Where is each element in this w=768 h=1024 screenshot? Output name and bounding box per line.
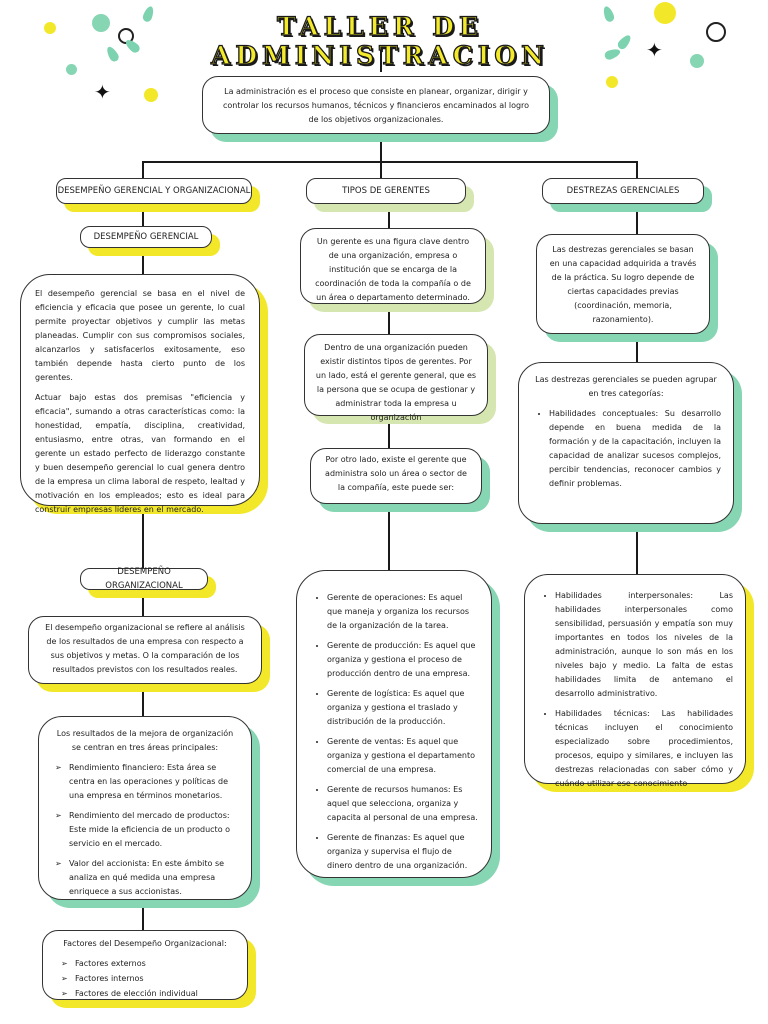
connector-line: [380, 50, 382, 72]
habilidades-list-2: Habilidades interpersonales: Las habilid…: [537, 589, 733, 791]
connector-line: [142, 161, 144, 179]
list-item: Gerente de recursos humanos: Es aquel qu…: [327, 783, 479, 825]
gerente-area-text: Por otro lado, existe el gerente que adm…: [325, 455, 467, 492]
decor-dot: [606, 76, 618, 88]
connector-line: [636, 334, 638, 362]
col2-header: TIPOS DE GERENTES: [306, 178, 466, 204]
list-item: Gerente de ventas: Es aquel que organiza…: [327, 735, 479, 777]
desempeno-gerencial-box: El desempeño gerencial se basa en el niv…: [20, 274, 260, 514]
list-item: Habilidades interpersonales: Las habilid…: [555, 589, 733, 701]
list-item: Habilidades técnicas: Las habilidades té…: [555, 707, 733, 791]
list-item: Gerente de finanzas: Es aquel que organi…: [327, 831, 479, 873]
intro-box: La administración es el proceso que cons…: [202, 76, 550, 134]
desempeno-gerencial-label: DESEMPEÑO GERENCIAL: [93, 232, 199, 242]
col1-header: DESEMPEÑO GERENCIAL Y ORGANIZACIONAL: [56, 178, 252, 204]
decor-dot: [44, 22, 56, 34]
resultados-intro: Los resultados de la mejora de organizac…: [56, 729, 234, 752]
gerente-area-box: Por otro lado, existe el gerente que adm…: [310, 448, 482, 504]
destrezas-definicion-box: Las destrezas gerenciales se basan en un…: [536, 234, 710, 334]
desempeno-gerencial-header: DESEMPEÑO GERENCIAL: [80, 226, 212, 248]
connector-line: [142, 250, 144, 274]
factores-list: Factores externos Factores internos Fact…: [57, 957, 233, 1001]
decor-leaf: [141, 4, 156, 24]
sparkle-icon: ✦: [646, 38, 663, 62]
col3-header-label: DESTREZAS GERENCIALES: [566, 186, 680, 196]
decor-dot: [690, 54, 704, 68]
connector-line: [142, 590, 144, 618]
gerente-definicion-text: Un gerente es una figura clave dentro de…: [315, 237, 471, 302]
decor-dot: [654, 2, 676, 24]
connector-line: [142, 161, 638, 163]
tipos-gerentes-list: Gerente de operaciones: Es aquel que man…: [309, 591, 479, 873]
connector-line: [636, 524, 638, 574]
decor-ring: [706, 22, 726, 42]
list-item: Factores de elección individual: [61, 987, 233, 1001]
list-item: Factores internos: [61, 972, 233, 986]
col2-header-label: TIPOS DE GERENTES: [342, 186, 430, 196]
resultados-box: Los resultados de la mejora de organizac…: [38, 716, 252, 900]
list-item: Habilidades conceptuales: Su desarrollo …: [549, 407, 721, 491]
decor-dot: [66, 64, 77, 75]
connector-line: [380, 161, 382, 179]
page-title: TALLER DE ADMINISTRACION: [210, 11, 544, 70]
col3-header: DESTREZAS GERENCIALES: [542, 178, 704, 204]
destrezas-definicion-text: Las destrezas gerenciales se basan en un…: [549, 245, 697, 324]
connector-line: [380, 134, 382, 162]
decor-leaf: [601, 4, 616, 24]
connector-line: [142, 684, 144, 716]
tipos-gerentes-box: Gerente de operaciones: Es aquel que man…: [296, 570, 492, 878]
decor-dot: [144, 88, 158, 102]
connector-line: [388, 204, 390, 228]
desempeno-gerencial-p2: Actuar bajo estas dos premisas "eficienc…: [35, 393, 245, 514]
habilidades-list-1: Habilidades conceptuales: Su desarrollo …: [531, 407, 721, 491]
destrezas-categorias-intro: Las destrezas gerenciales se pueden agru…: [535, 375, 717, 398]
areas-list: Rendimiento financiero: Esta área se cen…: [51, 761, 239, 899]
connector-line: [142, 900, 144, 930]
gerente-general-box: Dentro de una organización pueden existi…: [304, 334, 488, 422]
destrezas-categorias-box: Las destrezas gerenciales se pueden agru…: [518, 362, 734, 524]
gerente-definicion-box: Un gerente es una figura clave dentro de…: [300, 228, 486, 304]
decor-leaf: [123, 37, 142, 55]
habilidades-box: Habilidades interpersonales: Las habilid…: [524, 574, 746, 788]
list-item: Factores externos: [61, 957, 233, 971]
connector-line: [142, 506, 144, 568]
decor-leaf: [603, 47, 622, 61]
desempeno-organizacional-header: DESEMPEÑO ORGANIZACIONAL: [80, 567, 208, 591]
col1-header-label: DESEMPEÑO GERENCIAL Y ORGANIZACIONAL: [57, 186, 251, 196]
list-item: Rendimiento del mercado de productos: Es…: [55, 809, 239, 851]
list-item: Gerente de logística: Es aquel que organ…: [327, 687, 479, 729]
sparkle-icon: ✦: [94, 80, 111, 104]
decor-leaf: [104, 44, 121, 64]
factores-box: Factores del Desempeño Organizacional: F…: [42, 930, 248, 1001]
connector-line: [636, 204, 638, 234]
connector-line: [388, 416, 390, 448]
desempeno-gerencial-p1: El desempeño gerencial se basa en el niv…: [35, 289, 245, 382]
list-item: Gerente de producción: Es aquel que orga…: [327, 639, 479, 681]
connector-line: [636, 161, 638, 179]
desempeno-organizacional-label: DESEMPEÑO ORGANIZACIONAL: [105, 567, 183, 591]
list-item: Gerente de operaciones: Es aquel que man…: [327, 591, 479, 633]
desempeno-organizacional-text: El desempeño organizacional se refiere a…: [45, 623, 245, 674]
gerente-general-text: Dentro de una organización pueden existi…: [315, 343, 477, 422]
factores-title: Factores del Desempeño Organizacional:: [63, 939, 227, 948]
connector-line: [142, 204, 144, 228]
connector-line: [388, 304, 390, 334]
decor-dot: [92, 14, 110, 32]
list-item: Rendimiento financiero: Esta área se cen…: [55, 761, 239, 803]
connector-line: [388, 504, 390, 570]
intro-text: La administración es el proceso que cons…: [222, 87, 530, 124]
decor-leaf: [615, 32, 634, 52]
list-item: Valor del accionista: En este ámbito se …: [55, 857, 239, 899]
desempeno-organizacional-box: El desempeño organizacional se refiere a…: [28, 616, 262, 684]
